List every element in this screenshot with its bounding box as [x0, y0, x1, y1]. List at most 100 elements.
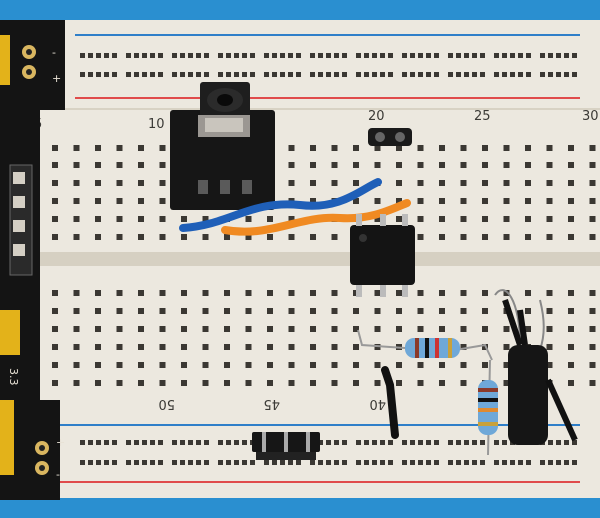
breadboard-hole — [480, 72, 485, 77]
header-pins-2 — [368, 128, 412, 146]
breadboard-hole — [564, 53, 569, 58]
breadboard-hole — [172, 460, 177, 465]
breadboard-hole — [138, 162, 144, 168]
breadboard-hole — [525, 145, 531, 151]
breadboard-hole — [353, 380, 359, 386]
breadboard-hole — [380, 72, 385, 77]
breadboard-hole — [503, 216, 510, 222]
breadboard-hole — [482, 290, 488, 296]
breadboard-hole — [245, 326, 252, 332]
breadboard-hole — [116, 234, 123, 240]
breadboard-hole — [342, 72, 347, 77]
breadboard-hole — [112, 460, 117, 465]
breadboard-hole — [188, 72, 193, 77]
breadboard-hole — [142, 53, 147, 58]
breadboard-hole — [417, 198, 424, 204]
breadboard-hole — [374, 216, 381, 222]
jumper-wire-orange — [221, 199, 411, 236]
breadboard-hole — [396, 180, 402, 186]
breadboard-hole — [159, 308, 166, 314]
breadboard-hole — [202, 290, 209, 296]
breadboard-hole — [525, 326, 531, 332]
breadboard-hole — [181, 362, 187, 368]
breadboard-hole — [402, 53, 407, 58]
breadboard-hole — [310, 362, 316, 368]
breadboard-hole — [202, 216, 209, 222]
breadboard-hole — [372, 440, 377, 445]
breadboard-hole — [464, 72, 469, 77]
breadboard-hole — [494, 460, 499, 465]
breadboard-hole — [460, 344, 467, 350]
breadboard-hole — [159, 326, 166, 332]
breadboard-hole — [434, 440, 439, 445]
breadboard-hole — [540, 72, 545, 77]
breadboard-hole — [242, 53, 247, 58]
breadboard-hole — [482, 234, 488, 240]
breadboard-hole — [181, 380, 187, 386]
breadboard-hole — [73, 198, 80, 204]
breadboard-hole — [88, 460, 93, 465]
breadboard-hole — [52, 308, 58, 314]
breadboard-hole — [112, 53, 117, 58]
breadboard-hole — [502, 440, 507, 445]
breadboard-hole — [242, 460, 247, 465]
breadboard-hole — [52, 290, 58, 296]
breadboard-hole — [181, 290, 187, 296]
breadboard-hole — [525, 308, 531, 314]
breadboard-hole — [410, 72, 415, 77]
top-power-rail — [75, 34, 580, 99]
breadboard-hole — [245, 380, 252, 386]
breadboard-hole — [410, 53, 415, 58]
breadboard-hole — [548, 53, 553, 58]
breadboard-hole — [250, 460, 255, 465]
breadboard-hole — [548, 72, 553, 77]
breadboard-hole — [310, 72, 315, 77]
breadboard-hole — [417, 234, 424, 240]
breadboard-hole — [288, 234, 295, 240]
breadboard-hole — [334, 53, 339, 58]
breadboard-hole — [417, 290, 424, 296]
breadboard-hole — [374, 162, 381, 168]
breadboard-hole — [460, 198, 467, 204]
breadboard-hole — [126, 53, 131, 58]
breadboard-hole — [456, 460, 461, 465]
breadboard-hole — [546, 362, 553, 368]
breadboard-hole — [245, 308, 252, 314]
breadboard-hole — [288, 180, 295, 186]
breadboard-hole — [331, 308, 338, 314]
breadboard-hole — [218, 440, 223, 445]
breadboard-hole — [589, 380, 596, 386]
breadboard-hole — [310, 180, 316, 186]
breadboard-hole — [250, 72, 255, 77]
breadboard-hole — [104, 460, 109, 465]
breadboard-hole — [224, 290, 230, 296]
breadboard-hole — [548, 460, 553, 465]
breadboard-hole — [417, 380, 424, 386]
breadboard-hole — [95, 362, 101, 368]
breadboard-hole — [204, 440, 209, 445]
breadboard-hole — [116, 216, 123, 222]
breadboard-hole — [526, 460, 531, 465]
breadboard-hole — [159, 216, 166, 222]
breadboard-hole — [95, 380, 101, 386]
breadboard-hole — [138, 180, 144, 186]
breadboard-hole — [546, 234, 553, 240]
breadboard-hole — [494, 440, 499, 445]
breadboard-hole — [80, 72, 85, 77]
breadboard-hole — [138, 145, 144, 151]
breadboard-hole — [417, 180, 424, 186]
breadboard-hole — [267, 326, 273, 332]
breadboard-hole — [482, 162, 488, 168]
breadboard-hole — [456, 72, 461, 77]
breadboard-hole — [472, 53, 477, 58]
breadboard-hole — [503, 198, 510, 204]
breadboard-hole — [52, 180, 58, 186]
breadboard-hole — [439, 180, 445, 186]
breadboard-hole — [417, 326, 424, 332]
breadboard-hole — [267, 290, 273, 296]
breadboard-hole — [158, 440, 163, 445]
breadboard-hole — [224, 362, 230, 368]
breadboard-hole — [150, 460, 155, 465]
breadboard-hole — [426, 53, 431, 58]
